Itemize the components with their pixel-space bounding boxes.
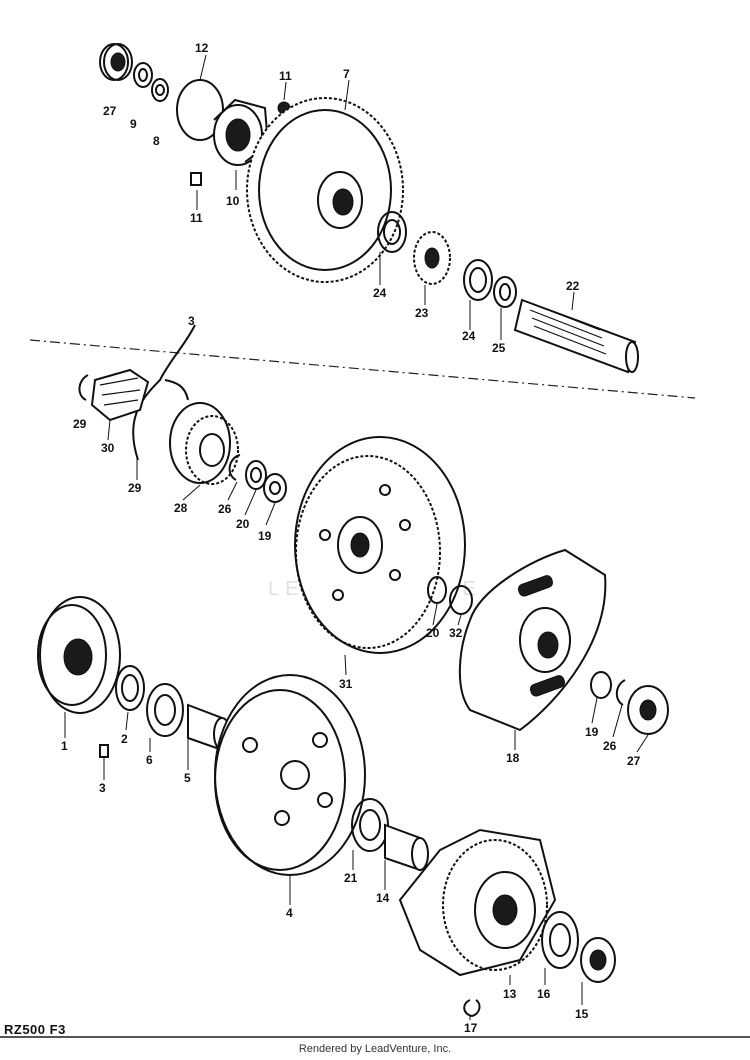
label-5: 5 bbox=[184, 771, 191, 785]
part-13-gear-drum bbox=[398, 828, 557, 977]
label-32: 32 bbox=[449, 626, 463, 640]
part-25-washer bbox=[493, 276, 517, 308]
part-29-clip bbox=[78, 374, 89, 401]
part-30-ratchet bbox=[90, 368, 150, 422]
model-code: RZ500 F3 bbox=[4, 1022, 66, 1037]
render-credit: Rendered by LeadVenture, Inc. bbox=[298, 1043, 452, 1055]
part-18-clutch-shoe bbox=[458, 548, 607, 732]
label-14: 14 bbox=[376, 891, 390, 905]
part-16-washer bbox=[541, 911, 579, 969]
part-labels: 27 9 8 12 11 10 11 7 24 23 22 24 25 3 29… bbox=[61, 41, 641, 1035]
label-24-a: 24 bbox=[373, 286, 387, 300]
label-25: 25 bbox=[492, 341, 506, 355]
part-4-drum bbox=[214, 674, 366, 876]
part-14-bushing bbox=[384, 823, 429, 872]
part-3-spring-wire bbox=[132, 324, 196, 461]
part-24-washer-a bbox=[377, 211, 407, 253]
label-27-right: 27 bbox=[627, 754, 641, 768]
part-15-nut bbox=[580, 937, 616, 983]
part-20-washer-mid bbox=[245, 460, 267, 490]
label-7: 7 bbox=[343, 67, 350, 81]
label-2: 2 bbox=[121, 732, 128, 746]
leader-lines bbox=[64, 54, 649, 1020]
part-17-clip bbox=[463, 999, 481, 1018]
part-3-key bbox=[99, 744, 109, 758]
label-28: 28 bbox=[174, 501, 188, 515]
part-6-washer bbox=[146, 683, 184, 737]
part-26-circlip-mid bbox=[228, 454, 241, 481]
footer-divider bbox=[0, 1036, 750, 1038]
label-30: 30 bbox=[101, 441, 115, 455]
label-8: 8 bbox=[153, 134, 160, 148]
part-32-washer bbox=[449, 585, 473, 615]
label-21: 21 bbox=[344, 871, 358, 885]
label-12: 12 bbox=[195, 41, 209, 55]
label-26-right: 26 bbox=[603, 739, 617, 753]
label-9: 9 bbox=[130, 117, 137, 131]
part-28-drum bbox=[169, 402, 239, 485]
label-13: 13 bbox=[503, 987, 517, 1001]
part-27-bearing-top bbox=[99, 43, 133, 81]
part-9-washer bbox=[133, 62, 153, 88]
label-3-spring: 3 bbox=[188, 314, 195, 328]
label-6: 6 bbox=[146, 753, 153, 767]
label-4: 4 bbox=[286, 906, 293, 920]
part-19-nut-right bbox=[590, 671, 612, 699]
part-21-washer bbox=[351, 798, 389, 852]
label-19-right: 19 bbox=[585, 725, 599, 739]
part-24-washer-b bbox=[463, 259, 493, 301]
label-11-lower: 11 bbox=[190, 211, 203, 225]
part-31-clutch-drum bbox=[294, 436, 466, 654]
label-31: 31 bbox=[339, 677, 353, 691]
label-20-mid: 20 bbox=[236, 517, 250, 531]
parts-diagram: 27 9 8 12 11 10 11 7 24 23 22 24 25 3 29… bbox=[29, 41, 696, 1035]
label-16: 16 bbox=[537, 987, 551, 1001]
part-8-washer bbox=[151, 78, 169, 102]
label-20-right: 20 bbox=[426, 626, 440, 640]
part-19-nut-mid bbox=[263, 473, 287, 503]
part-27-bearing-right bbox=[627, 685, 669, 735]
label-19-mid: 19 bbox=[258, 529, 272, 543]
part-1-pulley bbox=[37, 596, 121, 714]
label-22: 22 bbox=[566, 279, 580, 293]
part-20-washer-right bbox=[427, 576, 447, 604]
label-10: 10 bbox=[226, 194, 240, 208]
label-26-mid: 26 bbox=[218, 502, 232, 516]
part-26-clip-right bbox=[615, 679, 626, 706]
part-7-large-gear bbox=[246, 97, 404, 283]
label-24-b: 24 bbox=[462, 329, 476, 343]
label-18: 18 bbox=[506, 751, 520, 765]
label-29: 29 bbox=[128, 481, 142, 495]
label-15: 15 bbox=[575, 1007, 589, 1021]
label-1: 1 bbox=[61, 739, 68, 753]
part-22-shaft bbox=[513, 298, 639, 374]
label-27-top: 27 bbox=[103, 104, 117, 118]
label-23: 23 bbox=[415, 306, 429, 320]
label-29-left: 29 bbox=[73, 417, 87, 431]
label-11-top: 11 bbox=[279, 69, 292, 83]
part-2-washer bbox=[115, 665, 145, 711]
part-23-sprocket bbox=[413, 231, 451, 285]
part-11-bolt-lower bbox=[190, 172, 202, 186]
label-3-key: 3 bbox=[99, 781, 106, 795]
label-17: 17 bbox=[464, 1021, 478, 1035]
